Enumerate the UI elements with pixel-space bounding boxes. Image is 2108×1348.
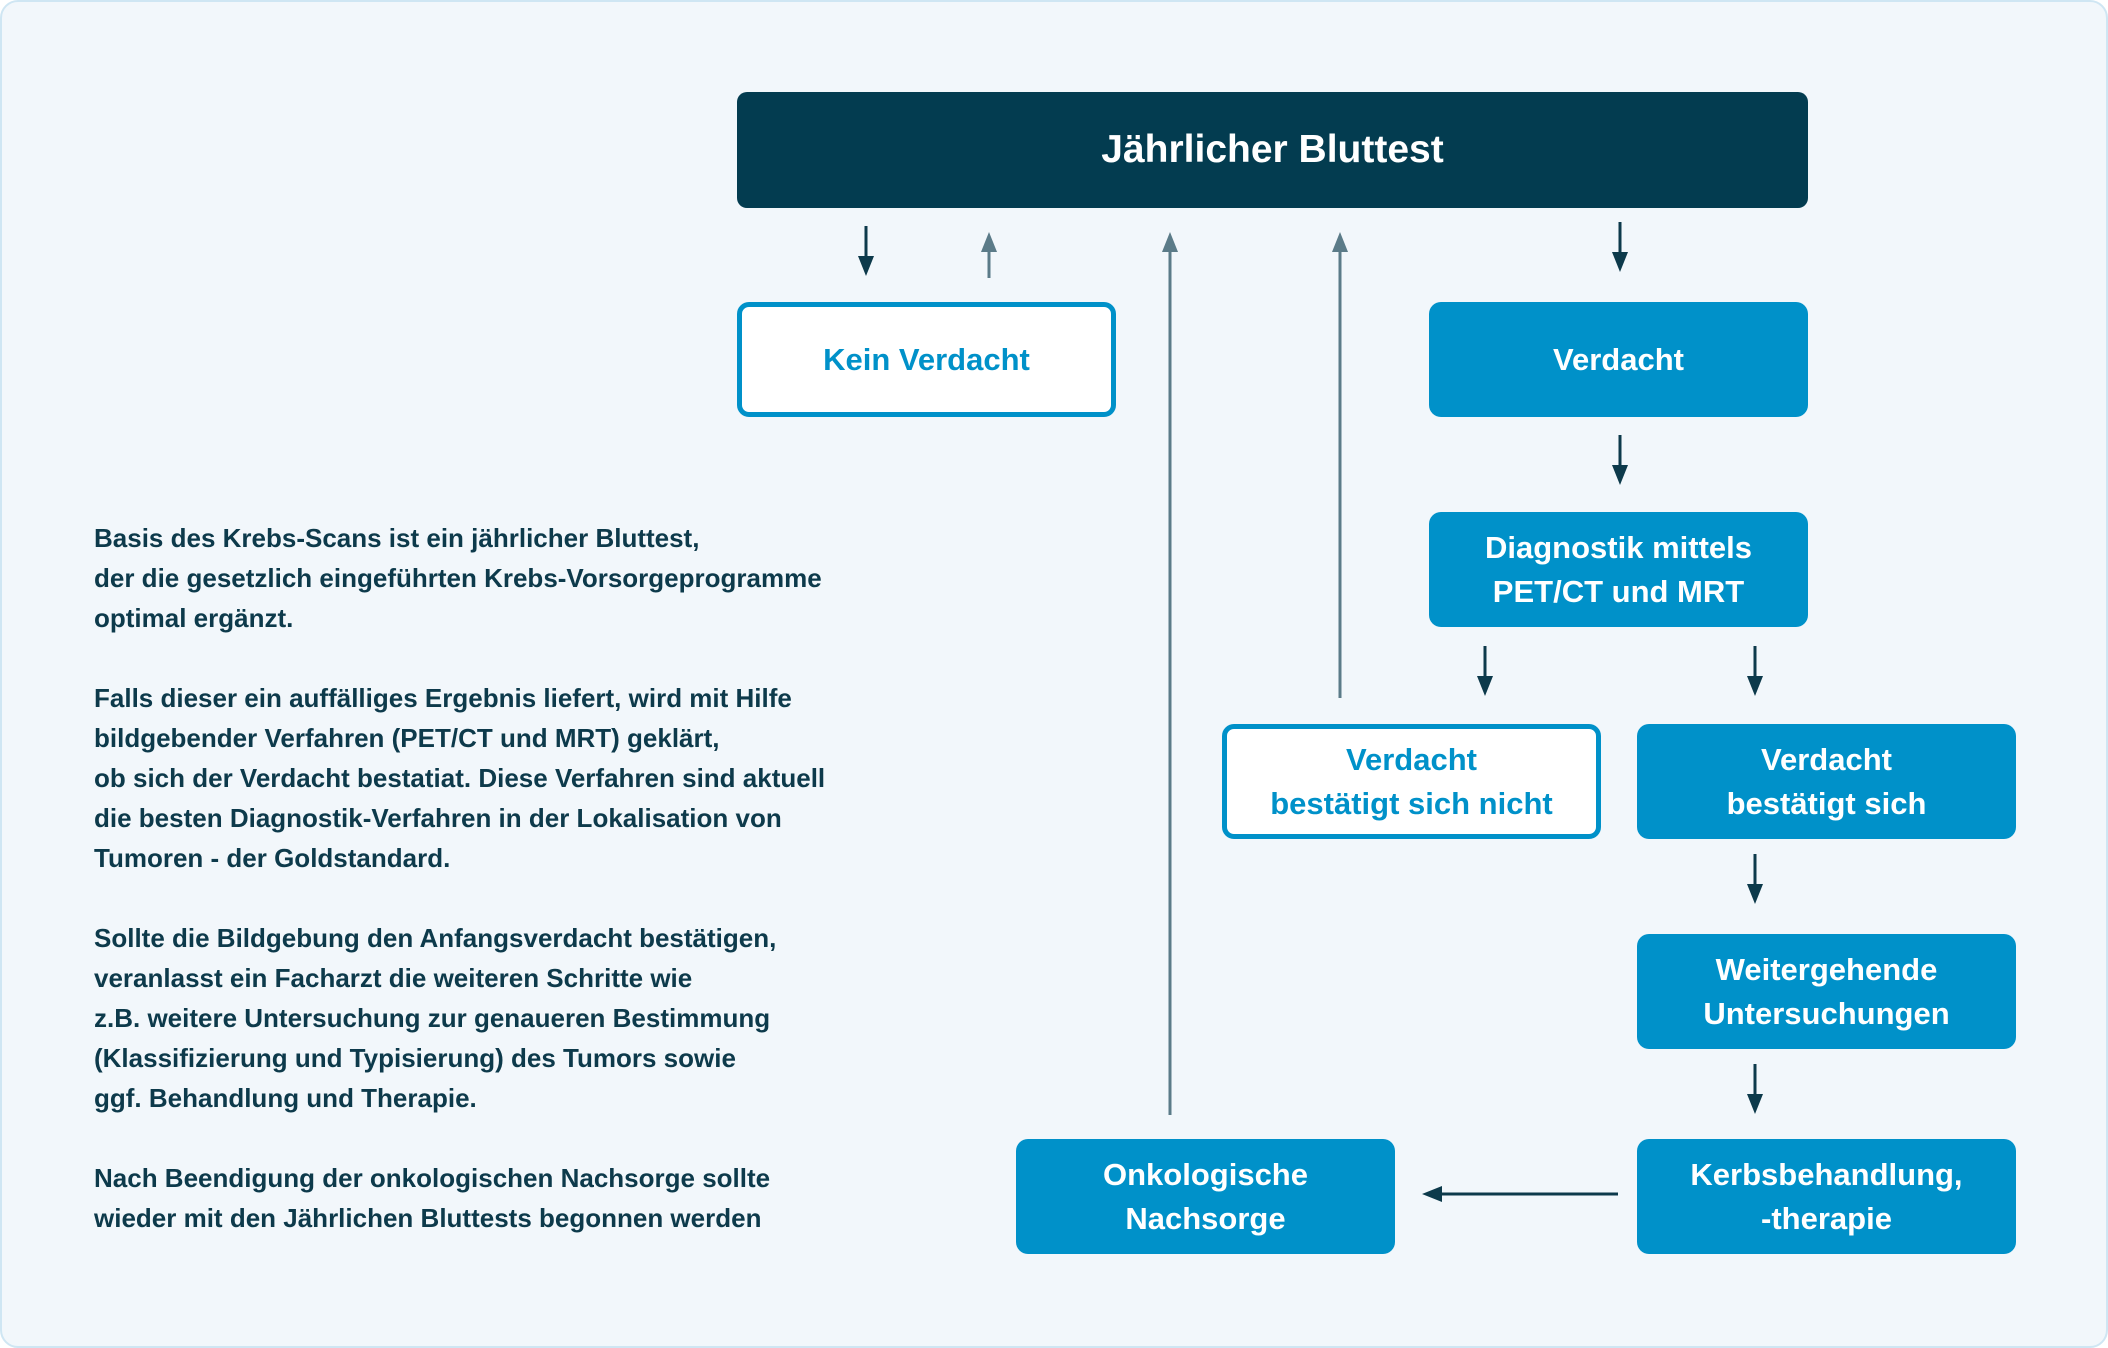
description-text: Basis des Krebs-Scans ist ein jährlicher… [94,518,914,1278]
node-kein-verdacht-label: Kein Verdacht [823,341,1030,377]
node-weitergehende-untersuchungen-label: Weitergehende Untersuchungen [1703,951,1950,1031]
description-paragraph-4: Nach Beendigung der onkologischen Nachso… [94,1163,771,1233]
node-verdacht-bestaetigt-label: Verdacht bestätigt sich [1726,741,1927,821]
node-jaehrlicher-bluttest-label: Jährlicher Bluttest [1101,128,1444,171]
node-verdacht: Verdacht [1429,302,1808,417]
node-kerbsbehandlung: Kerbsbehandlung, -therapie [1637,1139,2016,1254]
node-verdacht-nicht-bestaetigt: Verdacht bestätigt sich nicht [1222,724,1601,839]
node-kerbsbehandlung-label: Kerbsbehandlung, -therapie [1690,1156,1963,1236]
node-kein-verdacht: Kein Verdacht [737,302,1116,417]
node-diagnostik: Diagnostik mittels PET/CT und MRT [1429,512,1808,627]
description-paragraph-1: Basis des Krebs-Scans ist ein jährlicher… [94,523,822,633]
node-verdacht-nicht-bestaetigt-label: Verdacht bestätigt sich nicht [1270,741,1553,821]
node-jaehrlicher-bluttest: Jährlicher Bluttest [737,92,1808,208]
description-paragraph-2: Falls dieser ein auffälliges Ergebnis li… [94,683,826,873]
description-paragraph-3: Sollte die Bildgebung den Anfangsverdach… [94,923,777,1113]
node-diagnostik-label: Diagnostik mittels PET/CT und MRT [1485,529,1752,609]
node-onkologische-nachsorge: Onkologische Nachsorge [1016,1139,1395,1254]
node-onkologische-nachsorge-label: Onkologische Nachsorge [1103,1156,1308,1236]
node-verdacht-bestaetigt: Verdacht bestätigt sich [1637,724,2016,839]
node-weitergehende-untersuchungen: Weitergehende Untersuchungen [1637,934,2016,1049]
node-verdacht-label: Verdacht [1553,341,1684,377]
